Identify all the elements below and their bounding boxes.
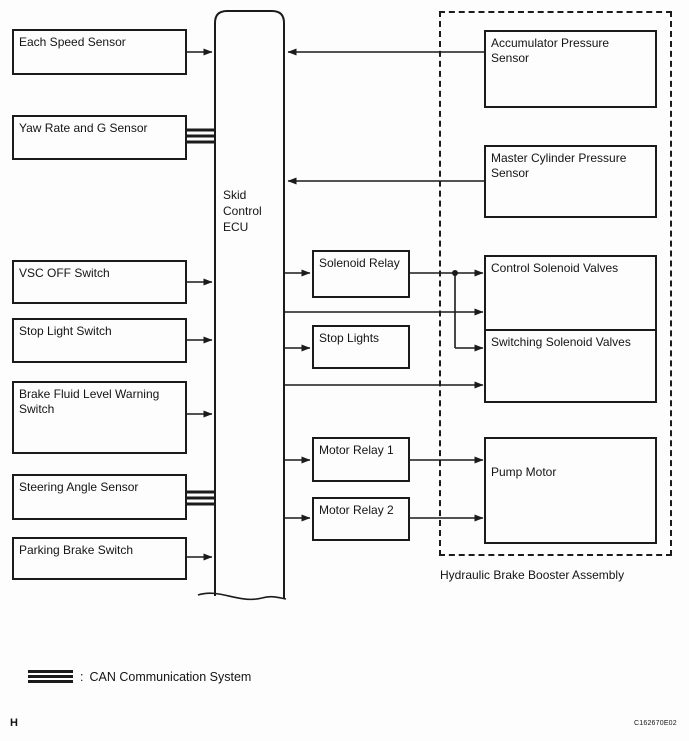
footer-page-letter: H — [10, 717, 18, 729]
node-brake-fluid-level-warning-switch: Brake Fluid Level Warning Switch — [12, 381, 187, 454]
footer-figure-code: C162670E02 — [634, 720, 677, 727]
node-vsc-off-switch: VSC OFF Switch — [12, 260, 187, 304]
node-parking-brake-switch: Parking Brake Switch — [12, 537, 187, 580]
node-stop-lights: Stop Lights — [312, 325, 410, 369]
skid-control-ecu-shape — [197, 10, 287, 601]
node-stop-light-switch: Stop Light Switch — [12, 318, 187, 363]
node-solenoid-relay: Solenoid Relay — [312, 250, 410, 298]
can-link-yaw-rate — [186, 128, 216, 144]
can-legend-label: CAN Communication System — [89, 669, 252, 684]
node-switching-solenoid-valves: Switching Solenoid Valves — [484, 329, 657, 403]
can-symbol-icon — [28, 670, 73, 683]
hydraulic-brake-booster-assembly-outline — [439, 11, 672, 556]
node-control-solenoid-valves: Control Solenoid Valves — [484, 255, 657, 331]
can-legend-separator: : — [80, 669, 84, 684]
node-accumulator-pressure-sensor: Accumulator Pressure Sensor — [484, 30, 657, 108]
node-motor-relay-2: Motor Relay 2 — [312, 497, 410, 541]
can-legend: : CAN Communication System — [28, 668, 251, 685]
skid-control-ecu-label: Skid Control ECU — [223, 188, 262, 234]
hydraulic-brake-booster-assembly-caption: Hydraulic Brake Booster Assembly — [440, 568, 625, 582]
node-master-cylinder-pressure-sensor: Master Cylinder Pressure Sensor — [484, 145, 657, 218]
node-yaw-rate-and-g-sensor: Yaw Rate and G Sensor — [12, 115, 187, 160]
node-each-speed-sensor: Each Speed Sensor — [12, 29, 187, 75]
node-steering-angle-sensor: Steering Angle Sensor — [12, 474, 187, 520]
node-pump-motor: Pump Motor — [484, 437, 657, 544]
node-motor-relay-1: Motor Relay 1 — [312, 437, 410, 482]
can-link-steering-angle — [186, 490, 216, 506]
